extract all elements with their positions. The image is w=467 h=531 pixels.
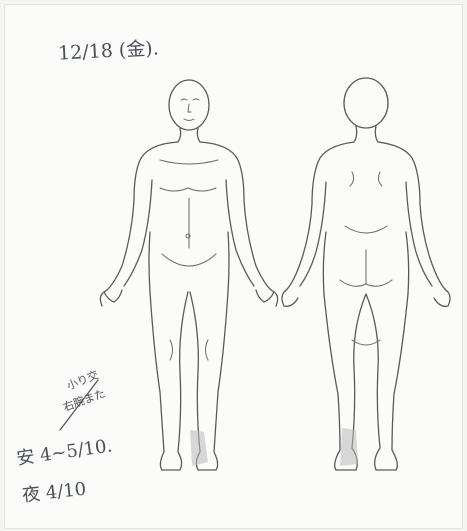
scanned-page: 12/18 (金). [0, 0, 467, 531]
